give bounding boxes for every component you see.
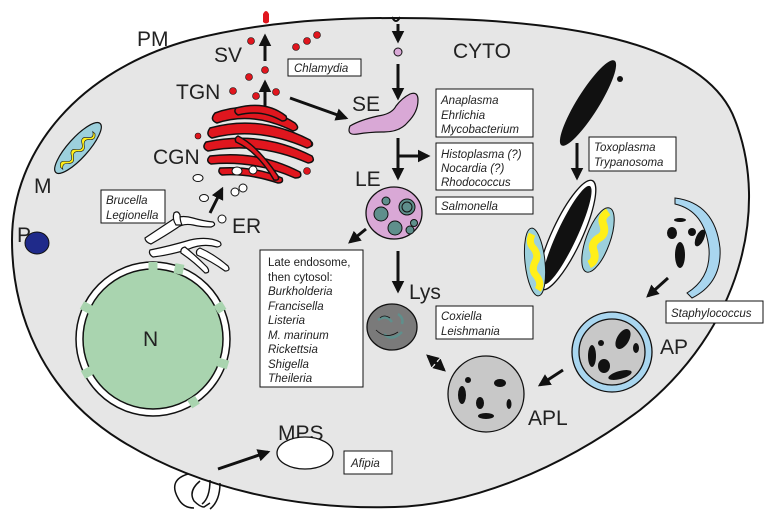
secretory-vesicles: [194, 31, 321, 175]
svg-text:Mycobacterium: Mycobacterium: [441, 124, 519, 136]
vacuole-mitochondria: [523, 207, 615, 297]
arrow-er-to-golgi: [208, 186, 224, 214]
label-cgn: CGN: [153, 146, 200, 169]
arrow-phagophore-to-ap: [646, 276, 670, 298]
svg-text:Nocardia (?): Nocardia (?): [441, 163, 504, 175]
arrow-tgn-to-se: [289, 96, 349, 121]
svg-text:Rhodococcus: Rhodococcus: [441, 177, 511, 189]
box-staph: Staphylococcus: [665, 300, 764, 324]
box-lys-pathogens: Coxiella Leishmania: [435, 305, 534, 340]
er-golgi-vesicles: [192, 165, 258, 224]
box-chlamydia: Chlamydia: [287, 58, 362, 77]
label-ap: AP: [660, 336, 688, 359]
svg-text:then cytosol:: then cytosol:: [268, 272, 333, 284]
label-n: N: [143, 328, 158, 351]
svg-text:Late endosome,: Late endosome,: [268, 257, 350, 269]
early-vesicle: [393, 47, 403, 57]
invading-parasite: [559, 60, 623, 146]
svg-text:Toxoplasma: Toxoplasma: [594, 142, 656, 154]
svg-text:Listeria: Listeria: [268, 315, 305, 327]
label-apl: APL: [528, 407, 568, 430]
late-endosome: [365, 186, 423, 240]
mitochondrion: [54, 121, 102, 175]
svg-text:Ehrlichia: Ehrlichia: [441, 110, 485, 122]
svg-text:Staphylococcus: Staphylococcus: [671, 308, 752, 320]
lysosome: [366, 303, 418, 351]
svg-text:Leishmania: Leishmania: [441, 326, 500, 338]
svg-text:Salmonella: Salmonella: [441, 201, 498, 213]
svg-text:M. marinum: M. marinum: [268, 330, 329, 342]
svg-text:Burkholderia: Burkholderia: [268, 286, 333, 298]
box-toxo: Toxoplasma Trypanosoma: [588, 136, 677, 172]
label-se: SE: [352, 93, 380, 116]
plasma-membrane: [10, 16, 751, 509]
box-afipia: Afipia: [343, 450, 393, 475]
box-se-pathogens: Anaplasma Ehrlichia Mycobacterium: [435, 88, 534, 138]
nucleus: [75, 261, 231, 417]
svg-text:Theileria: Theileria: [268, 373, 312, 385]
svg-text:Legionella: Legionella: [106, 210, 158, 222]
sorting-endosome: [348, 92, 419, 135]
endocytic-pit: [391, 16, 401, 22]
label-le: LE: [355, 168, 381, 191]
svg-text:Afipia: Afipia: [350, 458, 380, 470]
box-brucella: Brucella Legionella: [100, 189, 166, 224]
phagophore: [667, 197, 721, 299]
svg-text:Histoplasma (?): Histoplasma (?): [441, 149, 522, 161]
phagocytic-cup: [173, 473, 221, 510]
label-lys: Lys: [409, 281, 441, 304]
mps-vacuole: [276, 436, 334, 470]
autophagosome: [571, 311, 653, 393]
svg-text:Chlamydia: Chlamydia: [294, 63, 348, 75]
label-tgn: TGN: [176, 81, 220, 104]
peroxisome: [24, 231, 50, 255]
svg-text:Francisella: Francisella: [268, 301, 324, 313]
label-cyto: CYTO: [453, 40, 511, 63]
box-late-endosome-cytosol: Late endosome, then cytosol: Burkholderi…: [259, 249, 364, 388]
label-sv: SV: [214, 44, 242, 67]
arrow-lys-apl-bidirectional: [426, 354, 446, 372]
box-salmonella: Salmonella: [435, 196, 534, 215]
label-m: M: [34, 175, 52, 198]
endoplasmic-reticulum: [144, 211, 230, 274]
arrow-phagocytosis: [217, 449, 271, 471]
label-er: ER: [232, 215, 261, 238]
autophagolysosome: [447, 355, 525, 433]
arrow-le-to-cytosol: [348, 227, 367, 244]
svg-text:Coxiella: Coxiella: [441, 311, 482, 323]
box-branch-pathogens: Histoplasma (?) Nocardia (?) Rhodococcus: [435, 142, 534, 191]
secretory-vesicle-fusion: [263, 11, 269, 24]
golgi-apparatus: [203, 104, 315, 184]
arrow-ap-to-apl: [537, 368, 564, 387]
svg-text:Rickettsia: Rickettsia: [268, 344, 318, 356]
svg-text:Brucella: Brucella: [106, 195, 148, 207]
svg-text:Shigella: Shigella: [268, 359, 309, 371]
svg-text:Anaplasma: Anaplasma: [440, 95, 499, 107]
label-pm: PM: [137, 28, 169, 51]
svg-text:Trypanosoma: Trypanosoma: [594, 157, 663, 169]
